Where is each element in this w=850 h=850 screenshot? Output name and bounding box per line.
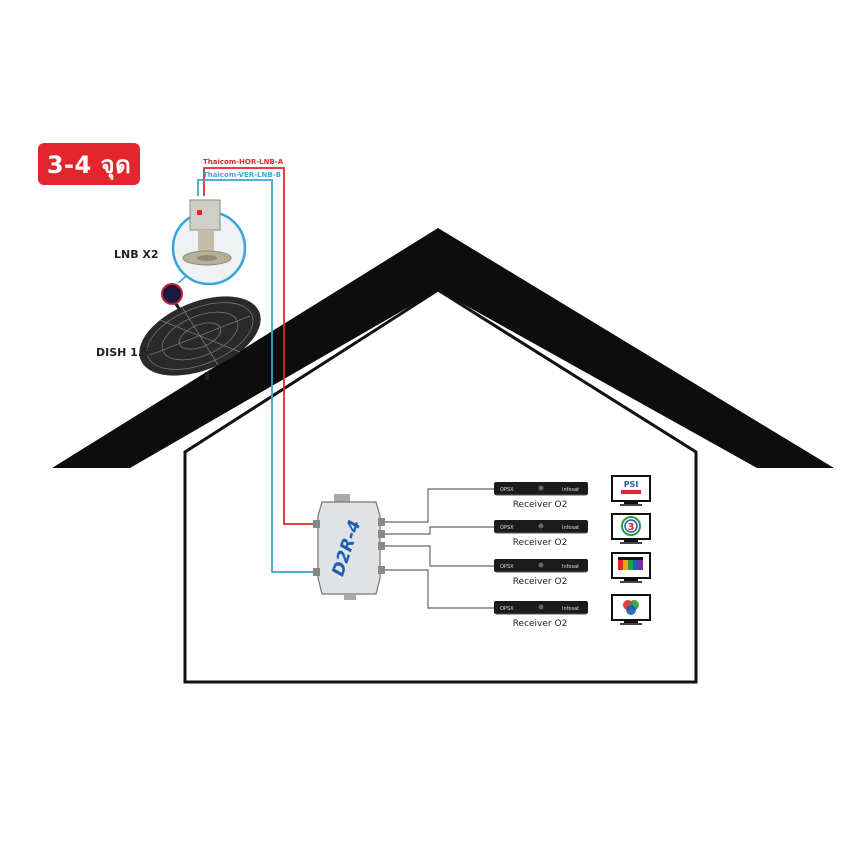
vertical-cable [197,179,319,573]
channel-5-icon [618,557,643,570]
receiver-brand-right: Infosat [562,525,579,531]
roof [52,228,834,468]
channel-3-icon: 3 [621,516,641,536]
receiver-label: Receiver O2 [513,619,568,629]
tv [611,552,651,583]
horizontal-cable-label: Thaicom-HOR-LNB-A [203,158,284,166]
receiver-brand-right: Infosat [562,564,579,570]
receiver-label: Receiver O2 [513,577,568,587]
receiver-brand-right: Infosat [562,487,579,493]
power-icon [538,485,544,491]
tv: 3 [611,513,651,544]
house-outline [183,288,698,684]
power-icon [538,562,544,568]
psi-channel-icon: PSI [617,479,645,497]
points-badge: 3-4 จุด [38,143,140,185]
receiver-label: Receiver O2 [513,500,568,510]
tv [611,594,651,625]
receiver-label: Receiver O2 [513,538,568,548]
tv-logo-text: PSI [624,480,639,489]
lnb [171,199,247,286]
power-icon [538,604,544,610]
receiver-brand: OPSX [500,525,514,531]
vertical-cable-label: Thaicom-VER-LNB-B [203,171,281,179]
multiswitch: D2R-4 [313,494,385,600]
receiver-brand: OPSX [500,606,514,612]
lnb-label: LNB X2 [114,248,159,261]
dish [139,283,261,380]
channel-7-icon [623,600,639,615]
receiver-cables [378,488,496,609]
tv-logo-text: 3 [628,522,635,533]
horizontal-cable [203,167,319,525]
tv: PSI [611,475,651,506]
power-icon [538,523,544,529]
receiver-brand: OPSX [500,487,514,493]
receiver-brand: OPSX [500,564,514,570]
dish-label: DISH 1.5 [96,346,150,359]
receiver-brand-right: Infosat [562,606,579,612]
